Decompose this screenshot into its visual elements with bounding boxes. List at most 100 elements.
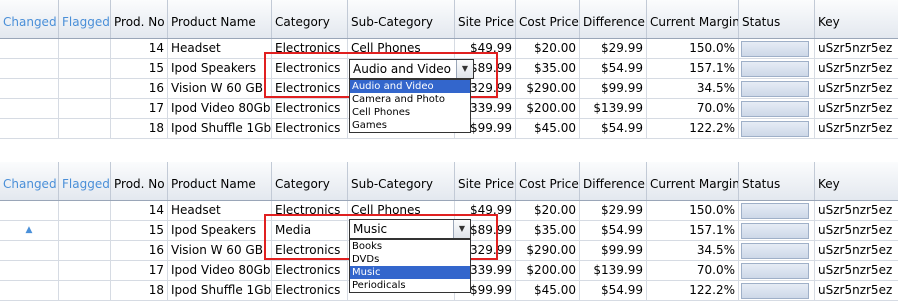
prod-no-cell[interactable]: 14: [111, 39, 168, 59]
margin-cell[interactable]: 122.2%: [647, 281, 739, 301]
flagged-cell[interactable]: [59, 99, 111, 119]
changed-cell[interactable]: [0, 99, 59, 119]
header-status[interactable]: Status: [739, 0, 815, 38]
status-cell[interactable]: [739, 99, 815, 119]
site-price-cell[interactable]: $89.99: [455, 221, 516, 241]
key-cell[interactable]: uSzr5nzr5ez: [815, 79, 898, 99]
product-name-cell[interactable]: Vision W 60 GB: [168, 79, 272, 99]
category-cell[interactable]: Electronics: [272, 261, 348, 281]
difference-cell[interactable]: $139.99: [580, 261, 647, 281]
sub-category-combobox[interactable]: Music ▼: [349, 219, 471, 239]
prod-no-cell[interactable]: 16: [111, 79, 168, 99]
difference-cell[interactable]: $99.99: [580, 241, 647, 261]
difference-cell[interactable]: $29.99: [580, 201, 647, 221]
key-cell[interactable]: uSzr5nzr5ez: [815, 59, 898, 79]
status-cell[interactable]: [739, 261, 815, 281]
table-row[interactable]: 16 Vision W 60 GB Electronics $329.99 $2…: [0, 241, 898, 261]
changed-cell[interactable]: [0, 241, 59, 261]
margin-cell[interactable]: 34.5%: [647, 79, 739, 99]
cost-price-cell[interactable]: $290.00: [516, 79, 580, 99]
key-cell[interactable]: uSzr5nzr5ez: [815, 261, 898, 281]
cost-price-cell[interactable]: $45.00: [516, 119, 580, 139]
category-cell[interactable]: Electronics: [272, 79, 348, 99]
product-name-cell[interactable]: Headset: [168, 201, 272, 221]
table-row[interactable]: 15 Ipod Speakers Electronics $89.99 $35.…: [0, 59, 898, 79]
header-category[interactable]: Category: [272, 0, 348, 38]
difference-cell[interactable]: $54.99: [580, 119, 647, 139]
header-difference[interactable]: Difference: [580, 0, 647, 38]
flagged-cell[interactable]: [59, 281, 111, 301]
header-product-name[interactable]: Product Name: [168, 162, 272, 200]
header-changed[interactable]: Changed: [0, 162, 59, 200]
prod-no-cell[interactable]: 16: [111, 241, 168, 261]
cost-price-cell[interactable]: $35.00: [516, 221, 580, 241]
margin-cell[interactable]: 70.0%: [647, 261, 739, 281]
difference-cell[interactable]: $139.99: [580, 99, 647, 119]
site-price-cell[interactable]: $339.99: [455, 261, 516, 281]
product-name-cell[interactable]: Ipod Video 80Gb: [168, 99, 272, 119]
header-sub-category[interactable]: Sub-Category: [348, 0, 455, 38]
margin-cell[interactable]: 150.0%: [647, 201, 739, 221]
header-product-name[interactable]: Product Name: [168, 0, 272, 38]
sub-category-cell[interactable]: Cell Phones: [348, 39, 455, 59]
prod-no-cell[interactable]: 18: [111, 119, 168, 139]
margin-cell[interactable]: 157.1%: [647, 221, 739, 241]
prod-no-cell[interactable]: 18: [111, 281, 168, 301]
header-cost-price[interactable]: Cost Price: [516, 162, 580, 200]
header-sub-category[interactable]: Sub-Category: [348, 162, 455, 200]
category-cell[interactable]: Electronics: [272, 201, 348, 221]
table-row[interactable]: 14 Headset Electronics Cell Phones $49.9…: [0, 39, 898, 59]
key-cell[interactable]: uSzr5nzr5ez: [815, 241, 898, 261]
header-key[interactable]: Key: [818, 15, 840, 29]
header-changed[interactable]: Changed: [0, 0, 59, 38]
key-cell[interactable]: uSzr5nzr5ez: [815, 201, 898, 221]
header-prod-no[interactable]: Prod. No: [111, 162, 168, 200]
header-current-margin[interactable]: Current Margin: [647, 0, 739, 38]
difference-cell[interactable]: $54.99: [580, 59, 647, 79]
status-cell[interactable]: [739, 201, 815, 221]
category-cell[interactable]: Electronics: [272, 119, 348, 139]
table-row[interactable]: 14 Headset Electronics Cell Phones $49.9…: [0, 201, 898, 221]
table-row[interactable]: 17 Ipod Video 80Gb Electronics $339.99 $…: [0, 261, 898, 281]
dropdown-option[interactable]: Cell Phones: [352, 107, 411, 118]
margin-cell[interactable]: 150.0%: [647, 39, 739, 59]
header-key[interactable]: Key: [818, 177, 840, 191]
flagged-cell[interactable]: [59, 201, 111, 221]
site-price-cell[interactable]: $99.99: [455, 281, 516, 301]
changed-cell[interactable]: [0, 119, 59, 139]
header-current-margin[interactable]: Current Margin: [647, 162, 739, 200]
header-cost-price[interactable]: Cost Price: [516, 0, 580, 38]
sub-category-combobox[interactable]: Audio and Video ▼: [349, 59, 474, 79]
status-cell[interactable]: [739, 119, 815, 139]
table-row[interactable]: 18 Ipod Shuffle 1Gb Electronics $99.99 $…: [0, 281, 898, 301]
flagged-cell[interactable]: [59, 39, 111, 59]
table-row[interactable]: 16 Vision W 60 GB Electronics $329.99 $2…: [0, 79, 898, 99]
difference-cell[interactable]: $54.99: [580, 281, 647, 301]
status-cell[interactable]: [739, 241, 815, 261]
header-flagged[interactable]: Flagged: [59, 162, 111, 200]
header-site-price[interactable]: Site Price: [455, 0, 516, 38]
changed-cell[interactable]: [0, 39, 59, 59]
status-cell[interactable]: [739, 59, 815, 79]
site-price-cell[interactable]: $329.99: [455, 241, 516, 261]
margin-cell[interactable]: 157.1%: [647, 59, 739, 79]
site-price-cell[interactable]: $89.99: [455, 59, 516, 79]
chevron-down-icon[interactable]: ▼: [453, 220, 470, 238]
dropdown-option[interactable]: Music: [350, 266, 470, 279]
difference-cell[interactable]: $54.99: [580, 221, 647, 241]
header-difference[interactable]: Difference: [580, 162, 647, 200]
header-flagged[interactable]: Flagged: [59, 0, 111, 38]
site-price-cell[interactable]: $339.99: [455, 99, 516, 119]
header-prod-no[interactable]: Prod. No: [111, 0, 168, 38]
category-cell[interactable]: Electronics: [272, 99, 348, 119]
cost-price-cell[interactable]: $290.00: [516, 241, 580, 261]
difference-cell[interactable]: $29.99: [580, 39, 647, 59]
flagged-cell[interactable]: [59, 119, 111, 139]
flagged-cell[interactable]: [59, 241, 111, 261]
key-cell[interactable]: uSzr5nzr5ez: [815, 119, 898, 139]
category-cell[interactable]: Electronics: [272, 59, 348, 79]
prod-no-cell[interactable]: 14: [111, 201, 168, 221]
dropdown-option[interactable]: Periodicals: [352, 280, 406, 291]
product-name-cell[interactable]: Ipod Shuffle 1Gb: [168, 281, 272, 301]
category-cell[interactable]: Electronics: [272, 39, 348, 59]
